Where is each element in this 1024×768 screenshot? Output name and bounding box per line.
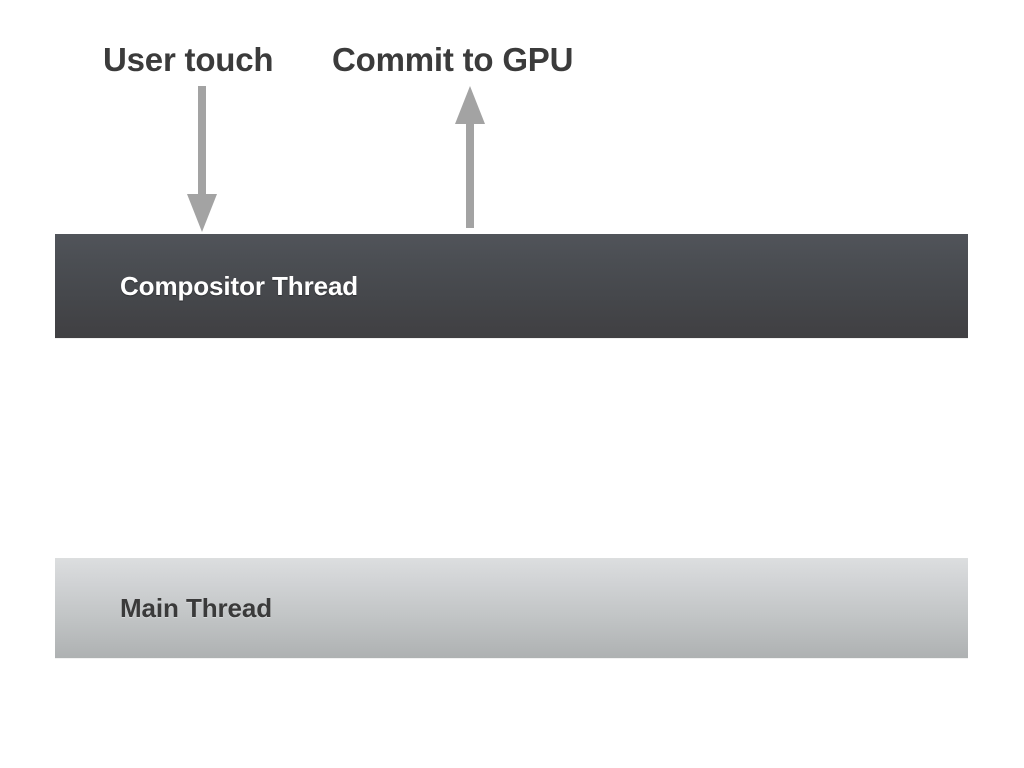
thread-bar-label-compositor-thread: Compositor Thread — [120, 270, 359, 301]
annotation-label-user-touch: User touch — [103, 41, 274, 78]
thread-bar-compositor-thread: Compositor Thread — [55, 234, 968, 338]
arrow-down-icon — [187, 86, 217, 232]
arrow-up-icon — [455, 86, 485, 228]
thread-bar-main-thread: Main Thread — [55, 558, 968, 658]
thread-bar-label-main-thread: Main Thread — [120, 592, 273, 623]
annotation-label-commit-to-gpu: Commit to GPU — [332, 41, 574, 78]
